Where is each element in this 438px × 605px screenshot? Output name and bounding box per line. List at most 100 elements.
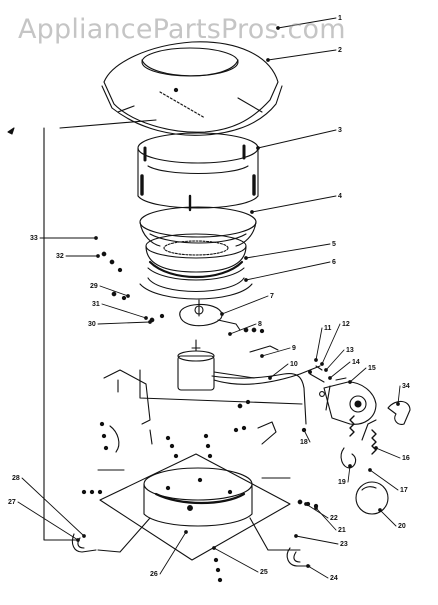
part-inner-ring (139, 206, 257, 247)
callout-arrowhead-3 (256, 146, 260, 150)
part-gasket (139, 277, 253, 300)
callout-arrowhead-6 (244, 278, 248, 282)
part-base-pan (99, 453, 291, 561)
callout-leader-9 (261, 347, 291, 357)
callout-leader-12 (321, 323, 341, 365)
callout-label-6: 6 (332, 259, 336, 266)
callout-label-3: 3 (338, 127, 342, 134)
callout-arrowhead-29 (126, 294, 130, 298)
callout-arrowhead-16 (374, 446, 378, 450)
callout-arrowhead-34 (396, 402, 400, 406)
callout-leader-13 (325, 349, 345, 371)
part-motor-mount (179, 299, 241, 331)
callout-label-7: 7 (270, 293, 274, 300)
callout-label-9: 9 (292, 345, 296, 352)
part-feet-hooks (71, 517, 311, 567)
callout-arrowhead-30 (148, 320, 152, 324)
callout-label-4: 4 (338, 193, 342, 200)
callout-arrowhead-5 (244, 256, 248, 260)
callout-arrowhead-8 (228, 332, 232, 336)
callout-leader-6 (245, 261, 331, 281)
callout-arrowhead-20 (378, 508, 382, 512)
callout-leader-15 (349, 367, 367, 383)
callout-arrowhead-13 (324, 368, 328, 372)
callout-arrowhead-31 (144, 316, 148, 320)
callout-leader-25 (213, 547, 259, 573)
callout-arrowhead-14 (328, 376, 332, 380)
part-wiring-harness (211, 365, 321, 433)
callout-label-26: 26 (150, 571, 158, 578)
callout-leader-7 (221, 295, 269, 315)
callout-arrowhead-32 (96, 254, 100, 258)
callout-leader-5 (245, 243, 331, 259)
callout-leader-26 (159, 531, 187, 575)
callout-arrowhead-21 (314, 506, 318, 510)
callout-leader-2 (267, 49, 337, 61)
callout-leader-28 (21, 477, 85, 537)
callout-label-21: 21 (338, 527, 346, 534)
callout-label-29: 29 (90, 283, 98, 290)
frame-lines (43, 119, 303, 541)
callout-label-15: 15 (368, 365, 376, 372)
callout-leader-22 (305, 503, 329, 519)
callout-label-11: 11 (324, 325, 332, 332)
callout-label-13: 13 (346, 347, 354, 354)
callout-arrowhead-17 (368, 468, 372, 472)
callout-label-2: 2 (338, 47, 342, 54)
callout-label-24: 24 (330, 575, 338, 582)
callout-arrowhead-7 (220, 312, 224, 316)
callout-leader-17 (369, 469, 399, 491)
callout-arrowhead-10 (268, 376, 272, 380)
callout-leader-8 (229, 323, 257, 335)
part-knob (355, 481, 389, 515)
callout-leader-18 (303, 429, 311, 443)
callout-leader-11 (315, 327, 323, 361)
callout-arrowhead-11 (314, 358, 318, 362)
callout-label-14: 14 (352, 359, 360, 366)
part-brackets (103, 369, 277, 453)
callout-leader-30 (97, 321, 151, 325)
part-fasteners (81, 251, 319, 583)
callout-leader-10 (269, 363, 289, 379)
callout-label-27: 27 (8, 499, 16, 506)
callout-leader-14 (329, 361, 351, 379)
callout-label-5: 5 (332, 241, 336, 248)
callout-label-28: 28 (12, 475, 20, 482)
callout-arrowhead-4 (250, 210, 254, 214)
callout-label-33: 33 (30, 235, 38, 242)
part-fan-basket (145, 233, 247, 281)
callout-label-25: 25 (260, 569, 268, 576)
callout-leader-21 (315, 507, 337, 531)
callout-label-1: 1 (338, 15, 342, 22)
callout-leader-16 (375, 447, 401, 459)
callout-arrowhead-2 (266, 58, 270, 62)
callout-label-16: 16 (402, 455, 410, 462)
part-top-cap (101, 41, 283, 136)
callout-arrowhead-23 (294, 534, 298, 538)
callout-arrowhead-28 (82, 534, 86, 538)
callout-label-20: 20 (398, 523, 406, 530)
callout-arrowhead-22 (304, 502, 308, 506)
callout-label-17: 17 (400, 487, 408, 494)
callout-label-32: 32 (56, 253, 64, 260)
part-upper-shroud (137, 132, 259, 212)
callout-leader-3 (257, 129, 337, 149)
callout-label-22: 22 (330, 515, 338, 522)
callout-arrowhead-33 (94, 236, 98, 240)
callout-leader-1 (277, 17, 337, 29)
callout-label-23: 23 (340, 541, 348, 548)
reference-mark (7, 127, 15, 135)
callout-leader-19 (347, 465, 351, 483)
callout-label-12: 12 (342, 321, 350, 328)
callout-arrowhead-18 (302, 428, 306, 432)
callout-label-30: 30 (88, 321, 96, 328)
callout-label-10: 10 (290, 361, 298, 368)
callout-leader-20 (379, 509, 397, 527)
callout-arrowhead-19 (348, 464, 352, 468)
callout-leader-31 (101, 303, 147, 319)
callout-leader-29 (99, 285, 129, 297)
callout-arrowhead-24 (306, 564, 310, 568)
callout-arrowhead-15 (348, 380, 352, 384)
